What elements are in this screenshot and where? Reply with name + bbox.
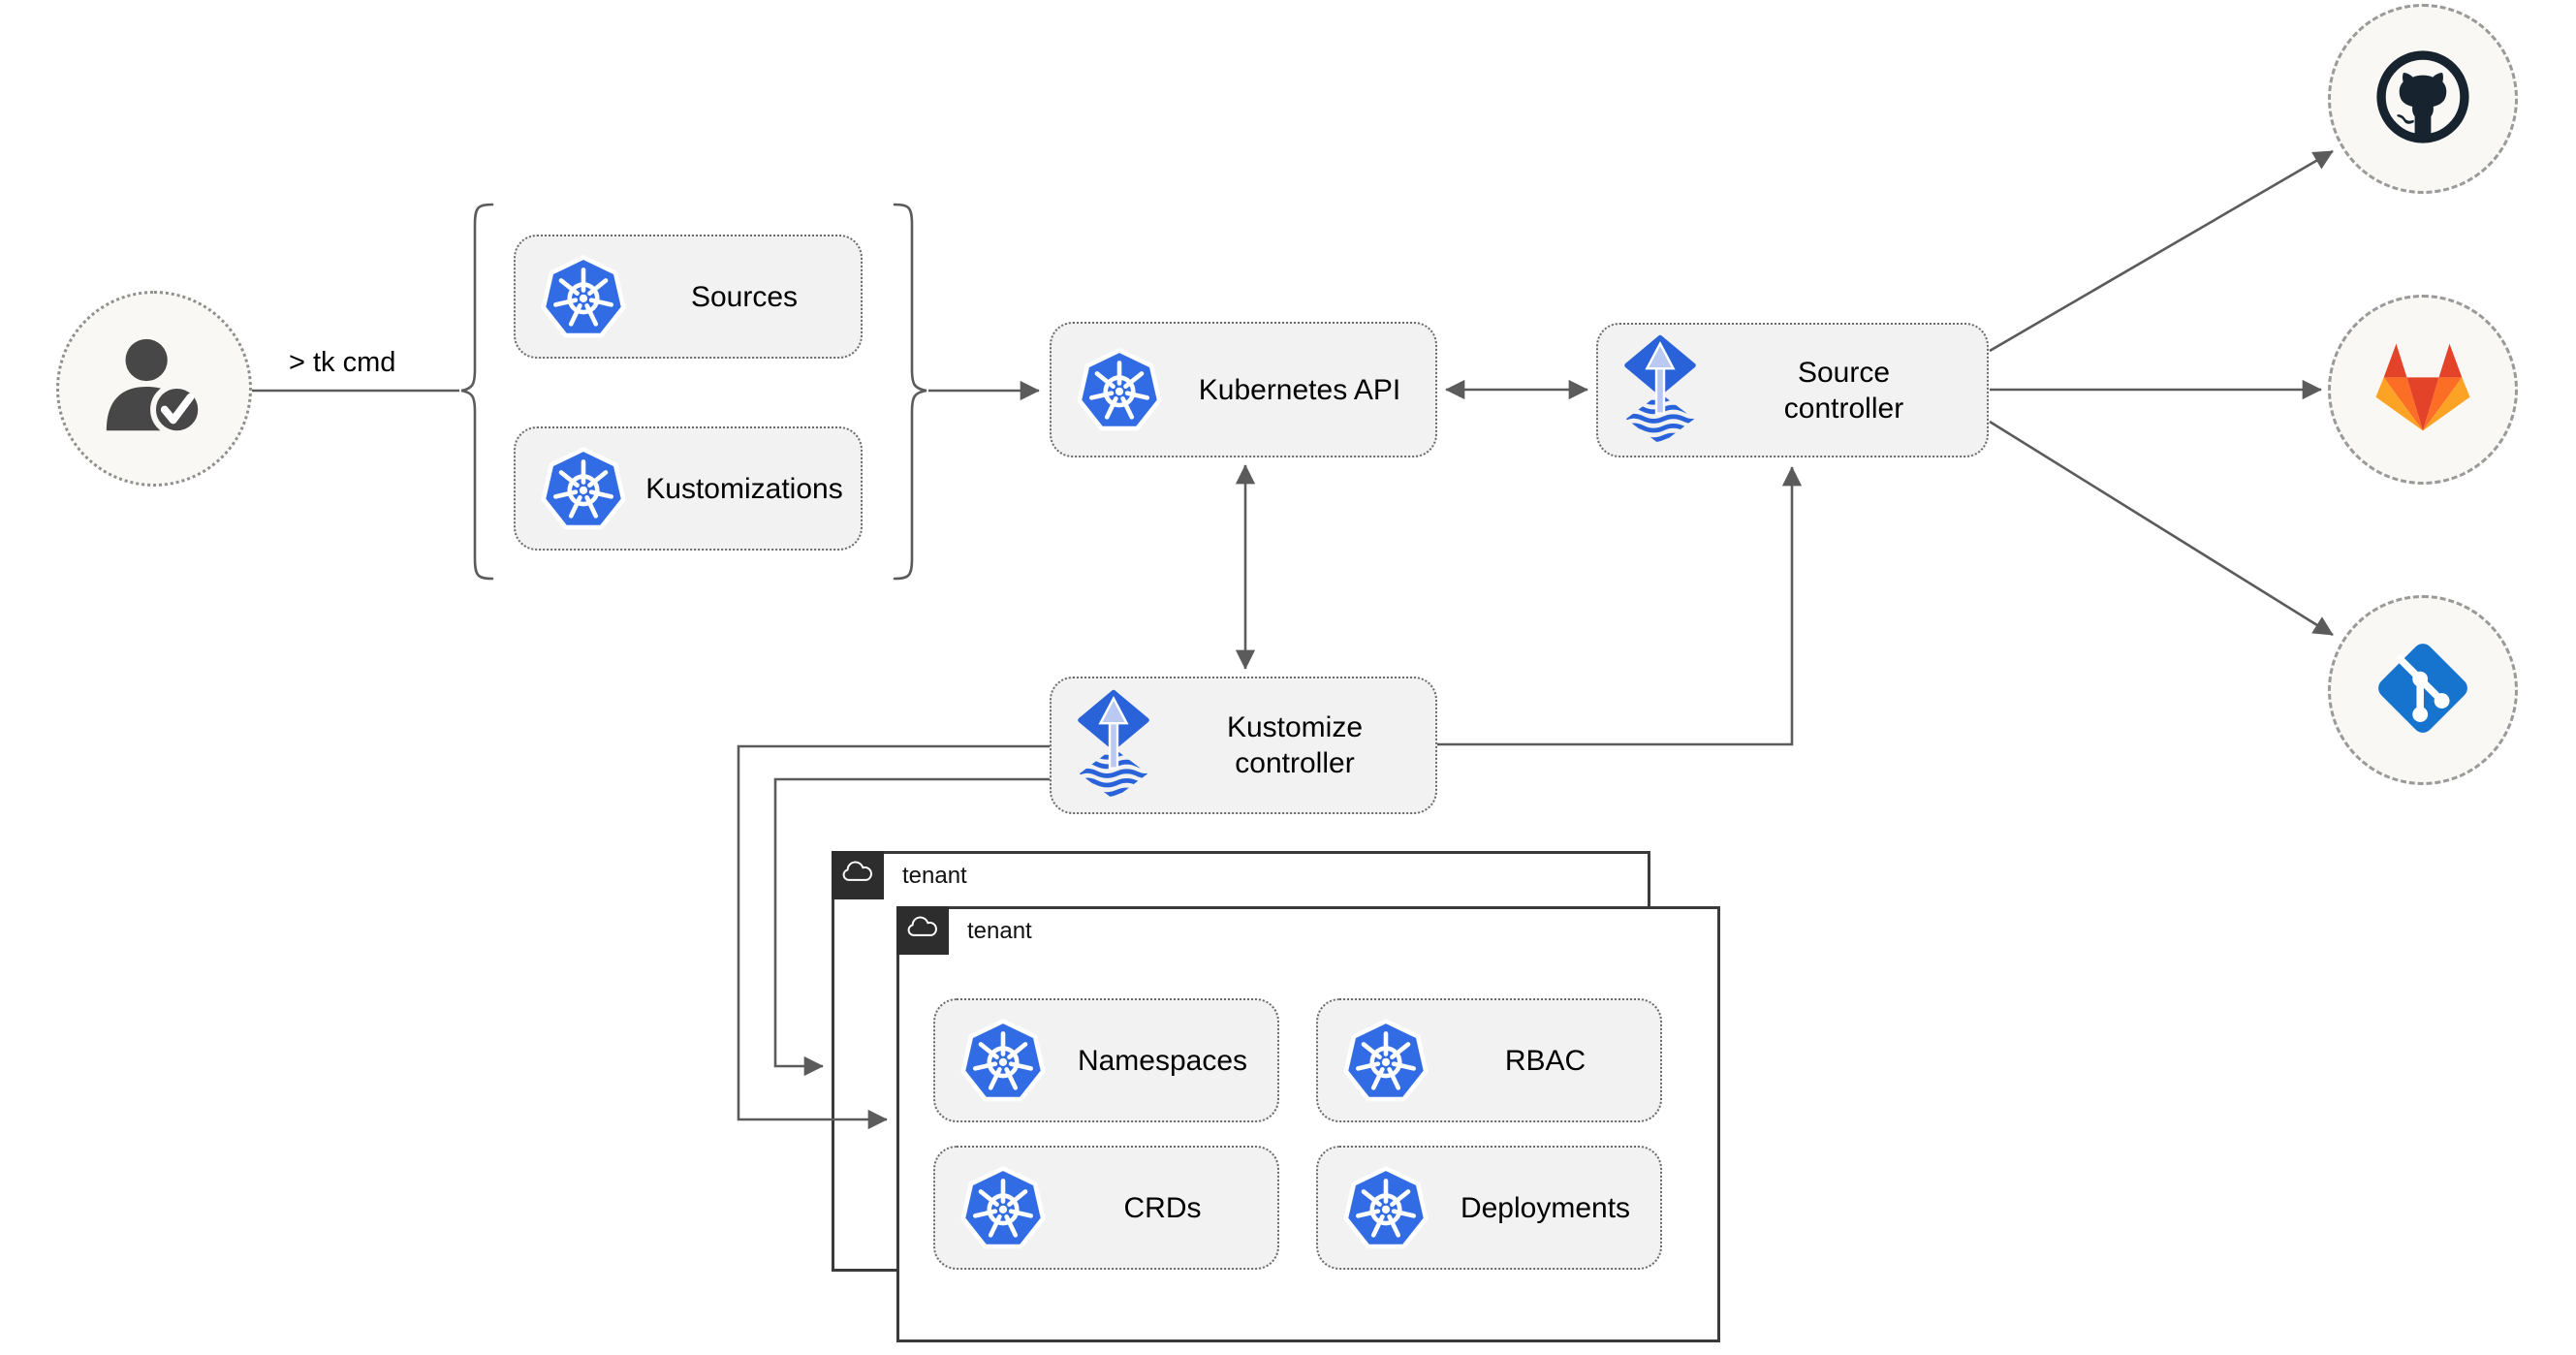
right-brace [893,203,927,581]
github-icon [2369,43,2477,156]
edge-source-to-git [1989,420,2334,637]
cli-command-label: > tk cmd [289,347,396,378]
kubernetes-icon [958,1016,1048,1105]
rbac-node: RBAC [1316,998,1662,1122]
kubernetes-icon [1341,1016,1430,1105]
kubernetes-icon [539,444,628,533]
crds-node: CRDs [933,1146,1279,1270]
deployments-node: Deployments [1316,1146,1662,1270]
kustomizations-node: Kustomizations [514,426,863,551]
source-controller-label: Source controller [1783,356,1904,425]
cloud-icon [905,915,940,946]
kustomizations-label: Kustomizations [645,472,843,505]
kubernetes-icon [958,1163,1048,1252]
tenant-tab [896,906,949,955]
sources-node: Sources [514,235,863,359]
namespaces-label: Namespaces [1077,1044,1248,1077]
left-brace [460,203,494,581]
flux-icon [1619,334,1701,447]
kubernetes-icon [539,252,628,341]
flux-icon [1073,689,1154,802]
kubernetes-icon [1075,345,1164,434]
kubernetes-api-node: Kubernetes API [1050,322,1437,457]
deployments-label: Deployments [1460,1191,1631,1224]
cloud-icon [840,860,875,891]
rbac-label: RBAC [1504,1044,1586,1077]
kustomize-controller-label: Kustomize controller [1226,711,1364,779]
tenant-label: tenant [902,863,967,889]
edge-kustomize-to-source [1437,466,1803,746]
tenant-tab [832,851,884,899]
edge-source-to-github [1989,149,2334,353]
kustomize-controller-node: Kustomize controller [1050,677,1437,814]
gitlab-node [2328,295,2518,485]
kubernetes-api-label: Kubernetes API [1198,373,1401,406]
sources-label: Sources [690,280,799,313]
user-check-icon [97,330,211,449]
git-icon [2369,634,2477,747]
kubernetes-icon [1341,1163,1430,1252]
user-node [56,291,252,487]
crds-label: CRDs [1123,1191,1202,1224]
source-controller-node: Source controller [1596,323,1989,457]
gitlab-icon [2370,338,2476,441]
tenant-container-front: tenant [896,906,1720,1342]
namespaces-node: Namespaces [933,998,1279,1122]
tenant-label: tenant [967,918,1032,944]
git-node [2328,595,2518,785]
github-node [2328,4,2518,194]
